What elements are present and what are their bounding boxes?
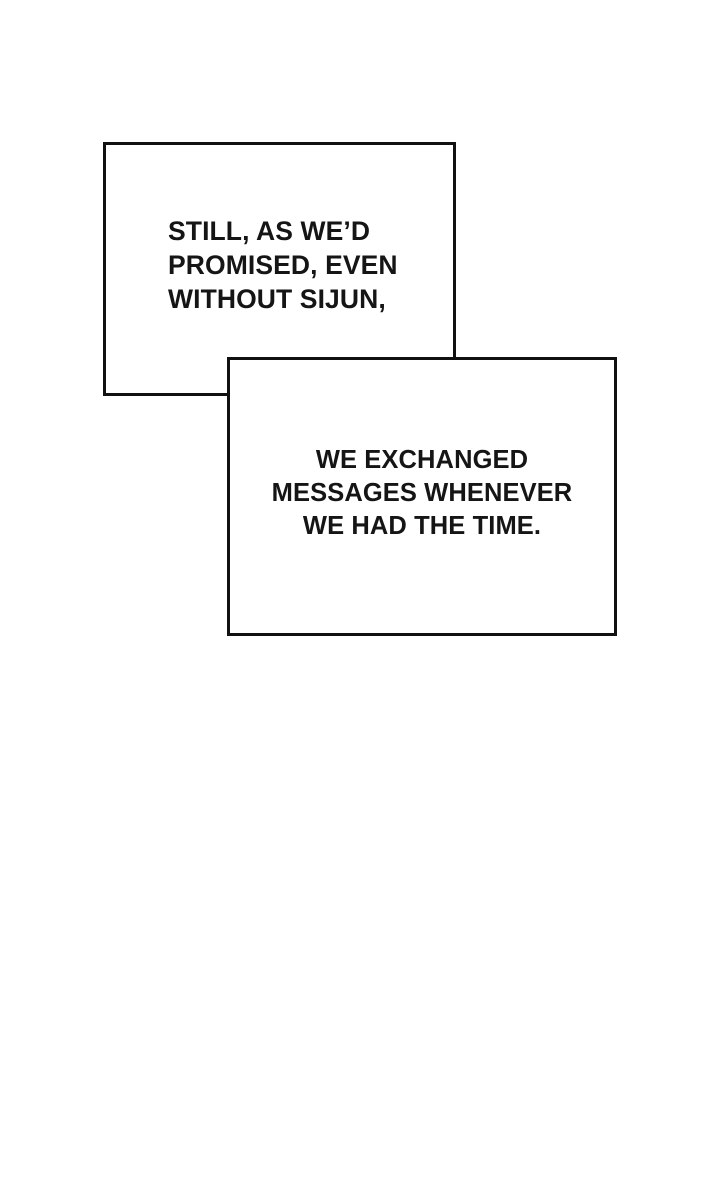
caption-text-exchanged: WE EXCHANGED MESSAGES WHENEVER WE HAD TH… bbox=[271, 446, 573, 540]
caption-text-still: STILL, AS WE’D PROMISED, EVEN WITHOUT SI… bbox=[168, 216, 398, 314]
